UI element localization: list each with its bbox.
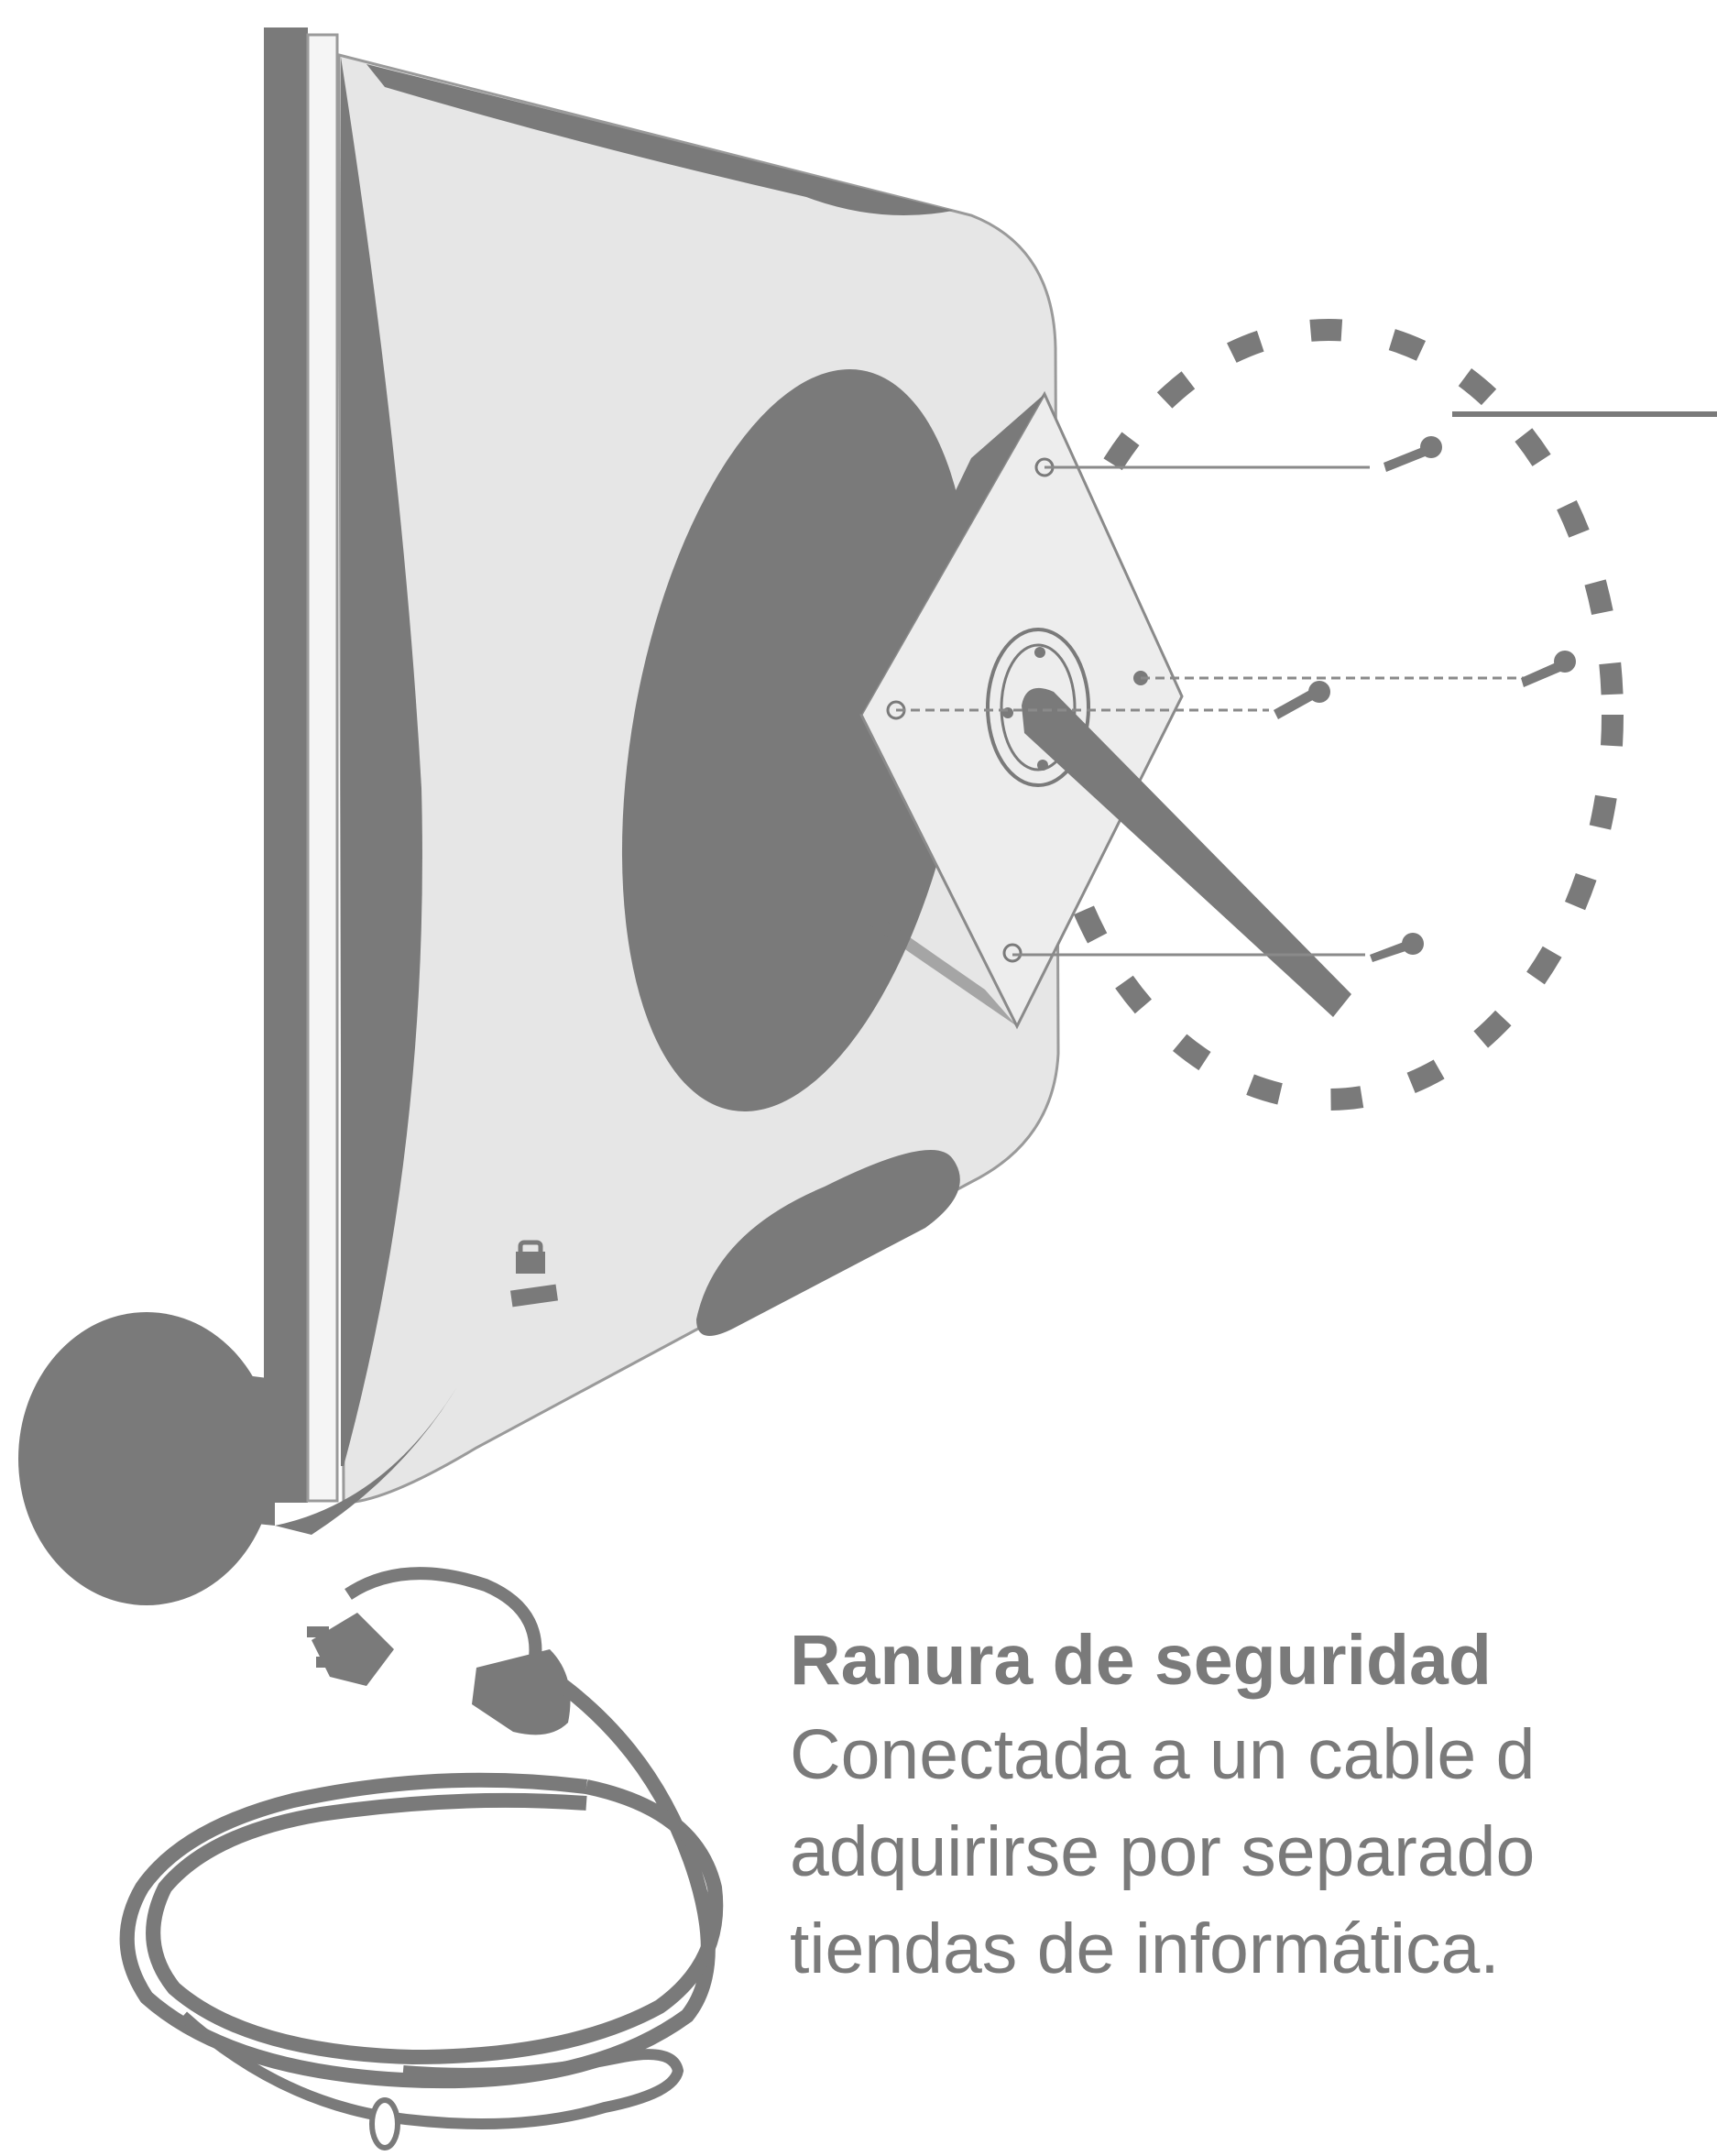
caption-line-1: Conectada a un cable d	[790, 1715, 1536, 1794]
screw-top	[1383, 436, 1442, 472]
security-slot-caption: Ranura de seguridad Conectada a un cable…	[790, 1614, 1717, 1997]
highlight-dashed-circle	[1033, 319, 1624, 1111]
screw-middle-right	[1521, 651, 1576, 687]
screw-bottom	[1370, 933, 1424, 962]
stand-foot	[18, 1312, 456, 1605]
back-top-shading	[366, 64, 953, 215]
caption-line-2: adquirirse por separado	[790, 1812, 1536, 1891]
back-left-shading	[341, 57, 422, 1466]
caption-title: Ranura de seguridad	[790, 1621, 1492, 1700]
stand-arm	[1022, 687, 1351, 1017]
lower-vent-slot	[696, 1150, 960, 1336]
security-cable-lock	[119, 1567, 724, 2151]
kensington-lock-icon	[509, 1240, 559, 1308]
caption-line-3: tiendas de informática.	[790, 1910, 1500, 1988]
screw-middle-left	[1274, 681, 1330, 719]
screw-guide-lines	[896, 465, 1526, 957]
monitor-side-bezel	[264, 27, 339, 1503]
mounting-screws	[1274, 436, 1576, 962]
